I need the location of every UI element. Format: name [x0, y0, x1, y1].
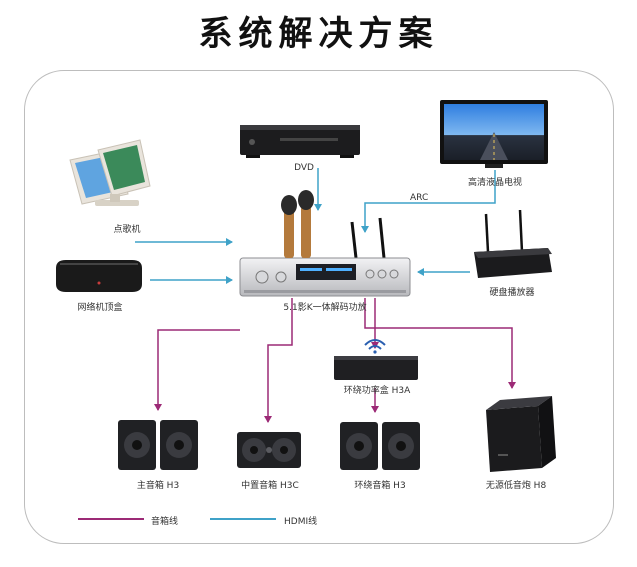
center-speaker-image — [237, 432, 301, 468]
hdmi-connections — [135, 168, 496, 284]
hdd-player-label: 硬盘播放器 — [489, 288, 535, 298]
dvd-label: DVD — [294, 163, 314, 173]
speaker-connections — [154, 298, 516, 423]
main-speakers-image — [118, 420, 198, 470]
legend-speaker-label: 音箱线 — [151, 517, 179, 527]
amplifier-label: 5.1影K一体解码功放 — [283, 303, 367, 313]
tv-label: 高清液晶电视 — [467, 178, 523, 188]
arc-label: ARC — [410, 193, 429, 203]
main-speakers-label: 主音箱 H3 — [136, 481, 180, 491]
microphones-image — [281, 190, 314, 258]
amp-to-main-line — [154, 329, 240, 411]
center-speaker-label: 中置音箱 H3C — [241, 481, 299, 491]
settop-label: 网络机顶盒 — [77, 303, 123, 313]
subwoofer-label: 无源低音炮 H8 — [485, 481, 547, 491]
amp-to-center-line — [264, 298, 293, 423]
subwoofer-image — [486, 396, 556, 472]
legend-hdmi-label: HDMI线 — [284, 517, 318, 527]
tv-image — [440, 100, 548, 168]
surround-box-image — [334, 339, 418, 380]
surround-box-label: 环绕功率盒 H3A — [343, 386, 411, 396]
hdd-player-image — [474, 209, 552, 278]
jukebox-label: 点歌机 — [113, 225, 141, 235]
settop-box-image — [56, 260, 142, 292]
amplifier-image — [239, 217, 411, 297]
surround-speakers-label: 环绕音箱 H3 — [354, 481, 406, 491]
surround-speakers-image — [340, 422, 420, 470]
arc-line — [361, 170, 496, 233]
diagram-frame — [24, 70, 614, 544]
page-title: 系统解决方案 — [198, 14, 439, 54]
dvd-player-image — [240, 125, 360, 158]
amp-to-sub-line — [364, 298, 516, 389]
jukebox-image — [69, 139, 151, 206]
